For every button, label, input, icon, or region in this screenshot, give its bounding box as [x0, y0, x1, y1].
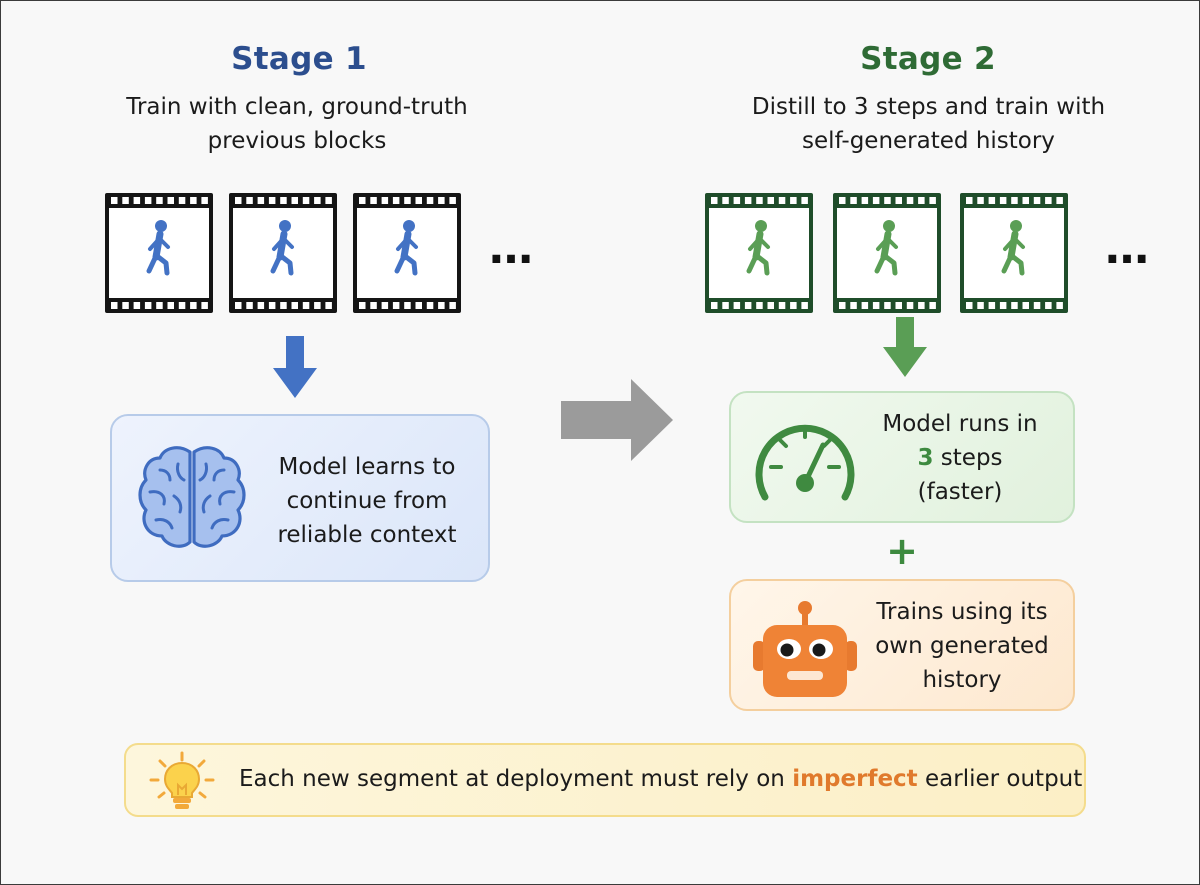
- steps-word: steps: [933, 445, 1003, 471]
- stage1-title: Stage 1: [231, 41, 367, 77]
- plus-sign: +: [886, 529, 918, 573]
- robot-box-line2: own generated: [875, 633, 1049, 659]
- note-text-after: earlier output: [917, 766, 1083, 792]
- robot-box-line1: Trains using its: [876, 599, 1048, 625]
- film-strip-icon: [105, 193, 213, 313]
- stage1-box-line3: reliable context: [277, 522, 457, 548]
- arrow-right-icon: [561, 379, 673, 461]
- deployment-note-box: Each new segment at deployment must rely…: [124, 743, 1086, 817]
- stage2-subtitle-line2: self-generated history: [802, 128, 1055, 154]
- robot-icon: [753, 601, 857, 697]
- brain-icon: [138, 446, 246, 548]
- stage2-robot-box: Trains using its own generated history: [729, 579, 1075, 711]
- stage2-title: Stage 2: [860, 41, 996, 77]
- stage1-box-line2: continue from: [286, 488, 448, 514]
- speed-box-line3: (faster): [917, 479, 1003, 505]
- walking-person-icon: [1001, 220, 1025, 276]
- stage1-subtitle-line2: previous blocks: [207, 128, 387, 154]
- stage2-ellipsis: …: [1105, 223, 1149, 274]
- steps-number: 3: [917, 445, 934, 471]
- speed-box-line2: 3 steps: [861, 441, 1059, 475]
- film-strip-icon: [353, 193, 461, 313]
- stage2-subtitle-line1: Distill to 3 steps and train with: [751, 94, 1106, 120]
- robot-box-line3: history: [922, 667, 1002, 693]
- walking-person-icon: [270, 220, 294, 276]
- walking-person-icon: [746, 220, 770, 276]
- stage2-speed-box: Model runs in 3 steps (faster): [729, 391, 1075, 523]
- film-strip-icon: [960, 193, 1068, 313]
- film-strip-icon: [229, 193, 337, 313]
- deployment-note-text: Each new segment at deployment must rely…: [239, 762, 1082, 796]
- film-strip-icon: [833, 193, 941, 313]
- arrow-down-icon: [883, 317, 927, 377]
- walking-person-icon: [874, 220, 898, 276]
- speed-box-line1: Model runs in: [882, 411, 1038, 437]
- stage1-box-line1: Model learns to: [278, 454, 456, 480]
- speedometer-icon: [755, 424, 855, 501]
- walking-person-icon: [394, 220, 418, 276]
- stage1-subtitle-line1: Train with clean, ground-truth: [126, 94, 468, 120]
- note-highlight: imperfect: [792, 766, 918, 792]
- lightbulb-icon: [149, 751, 215, 809]
- stage1-context-box: Model learns to continue from reliable c…: [110, 414, 490, 582]
- walking-person-icon: [146, 220, 170, 276]
- note-text-before: Each new segment at deployment must rely…: [239, 766, 793, 792]
- arrow-down-icon: [273, 336, 317, 398]
- stage1-ellipsis: …: [489, 223, 533, 274]
- film-strip-icon: [705, 193, 813, 313]
